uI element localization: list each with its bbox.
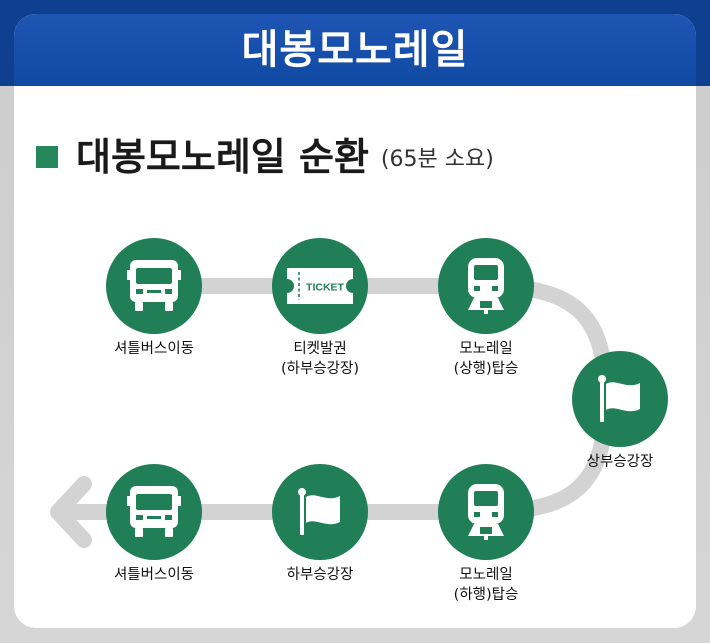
step-label-7: 셔틀버스이동 — [74, 566, 234, 586]
step-label-line: 모노레일 — [459, 341, 513, 357]
step-shuttle-bus-2 — [106, 464, 202, 560]
step-upper-station — [572, 351, 668, 447]
flag-icon — [298, 488, 340, 535]
step-label-line: (상행)탑승 — [453, 360, 519, 377]
step-label-line: (하부승강장) — [280, 360, 359, 377]
monorail-icon — [468, 258, 504, 314]
bus-icon — [127, 486, 181, 537]
step-label-5: 모노레일 (하행)탑승 — [406, 566, 566, 605]
step-ticket: TICKET — [272, 238, 368, 334]
info-card: 대봉모노레일 대봉모노레일 순환 (65분 소요) 셔틀버스이동 — [14, 14, 696, 628]
step-label-line: 셔틀버스이동 — [113, 341, 195, 357]
step-monorail-up — [438, 238, 534, 334]
flag-icon — [598, 375, 640, 422]
step-label-line: 모노레일 — [459, 567, 513, 583]
section-title: 대봉모노레일 순환 — [76, 135, 369, 179]
section-subtitle: (65분 소요) — [380, 147, 494, 172]
card-header: 대봉모노레일 — [14, 14, 696, 86]
step-monorail-down — [438, 464, 534, 560]
step-label-4: 상부승강장 — [540, 453, 696, 473]
monorail-icon — [468, 484, 504, 540]
step-label-line: 하부승강장 — [286, 567, 354, 583]
step-shuttle-bus-1 — [106, 238, 202, 334]
step-label-line: 상부승강장 — [586, 454, 654, 470]
step-label-line: 셔틀버스이동 — [113, 567, 195, 583]
step-label-line: 티켓발권 — [293, 341, 347, 357]
square-bullet-icon — [36, 146, 58, 168]
step-label-line: (하행)탑승 — [453, 586, 519, 603]
step-label-3: 모노레일 (상행)탑승 — [406, 340, 566, 379]
section-heading: 대봉모노레일 순환 (65분 소요) — [36, 138, 494, 176]
arrow-left-icon — [50, 476, 92, 548]
ticket-text: TICKET — [306, 282, 345, 294]
bus-icon — [127, 260, 181, 311]
step-label-2: 티켓발권 (하부승강장) — [240, 340, 400, 379]
ticket-icon: TICKET — [287, 268, 353, 304]
step-label-6: 하부승강장 — [240, 566, 400, 586]
step-label-1: 셔틀버스이동 — [74, 340, 234, 360]
step-lower-station — [272, 464, 368, 560]
page-title: 대봉모노레일 — [241, 27, 469, 73]
